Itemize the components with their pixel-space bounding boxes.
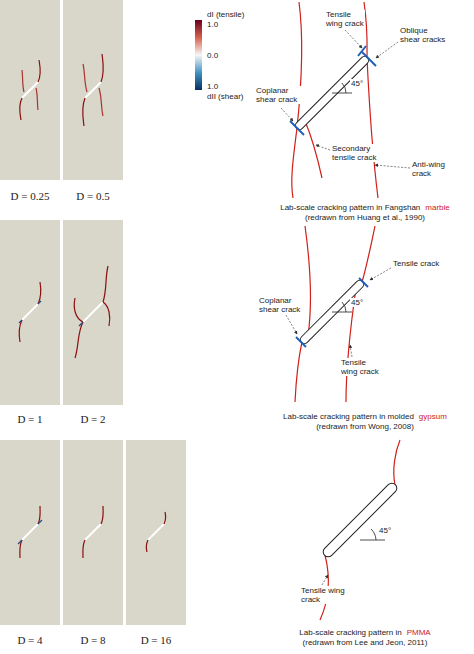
annotation-label: Coplanar shear crack [258,296,306,314]
annotation-label: Lab-scale cracking pattern in Fangshan [279,203,421,212]
annotation-label: Oblique shear cracks [399,26,449,44]
d-label: D = 1 [16,413,43,425]
label-row: D = 4 [16,634,43,646]
label-row: (redrawn from Wong, 2008) [315,422,415,431]
colorbar-tick: 1.0 [206,20,219,29]
annotation-label: Tensile wing crack [325,10,365,28]
label-row: Secondary tensile crack [331,144,389,162]
material-name: PMMA [406,628,432,637]
label-row: Lab-scale cracking pattern in Fangshanma… [279,203,451,212]
annotation-label: (redrawn from Wong, 2008) [315,422,415,431]
simulation-panels [0,0,186,625]
d-label: D = 2 [79,413,106,425]
colorbar [195,20,202,90]
d-label: D = 8 [79,634,106,646]
annotation-label: Tensile wing crack [300,586,348,604]
label-row: D = 16 [140,634,173,646]
label-row: Lab-scale cracking pattern in PMMA [298,628,431,637]
annotation-label: Lab-scale cracking pattern in [298,628,402,637]
label-row: 45° [350,79,364,88]
colorbar-title: dI (tensile) [206,10,245,19]
label-row: (redrawn from Huang et al., 1990) [304,213,426,222]
label-row: 45° [350,298,364,307]
annotation-label: Anti-wing crack [411,160,456,178]
label-row: dII (shear) [206,92,244,101]
label-row: 1.0 [206,82,219,91]
annotation-label: 45° [350,298,364,307]
label-row: (redrawn from Lee and Jeon, 2011) [302,638,429,647]
label-row: D = 0.25 [10,190,51,202]
label-row: Tensile wing crack [340,358,384,376]
annotation-label: Coplanar shear crack [255,86,303,104]
label-row: D = 0.5 [75,190,110,202]
material-name: gypsum [418,412,448,421]
annotation-label: Tensile wing crack [340,358,384,376]
d-label: D = 0.25 [10,190,51,202]
annotation-label: Lab-scale cracking pattern in molded [282,412,415,421]
annotation-label: (redrawn from Huang et al., 1990) [304,213,426,222]
label-row: Tensile wing crack [325,10,365,28]
colorbar-tick: 0.0 [206,51,219,60]
d-label: D = 16 [140,634,173,646]
colorbar-tick: 1.0 [206,82,219,91]
material-name: marble [424,203,450,212]
label-row: Tensile wing crack [300,586,348,604]
annotation-label: Secondary tensile crack [331,144,389,162]
label-row: Oblique shear cracks [399,26,449,44]
label-row: D = 2 [79,413,106,425]
label-row: Coplanar shear crack [258,296,306,314]
d-label: D = 0.5 [75,190,110,202]
d-label: D = 4 [16,634,43,646]
annotation-label: Tensile crack [392,259,440,268]
annotation-label: (redrawn from Lee and Jeon, 2011) [302,638,429,647]
label-row: D = 1 [16,413,43,425]
label-row: Coplanar shear crack [255,86,303,104]
label-row: 1.0 [206,20,219,29]
label-row: 45° [378,526,392,535]
label-row: Anti-wing crack [411,160,456,178]
label-row: dI (tensile) [206,10,245,19]
label-row: D = 8 [79,634,106,646]
simulated-cracks [18,54,166,558]
label-row: 0.0 [206,51,219,60]
annotation-label: 45° [378,526,392,535]
annotation-label: 45° [350,79,364,88]
gypsum-sketch [286,226,391,402]
colorbar-title: dII (shear) [206,92,244,101]
label-row: Tensile crack [392,259,440,268]
label-row: Lab-scale cracking pattern in moldedgyps… [282,412,448,421]
